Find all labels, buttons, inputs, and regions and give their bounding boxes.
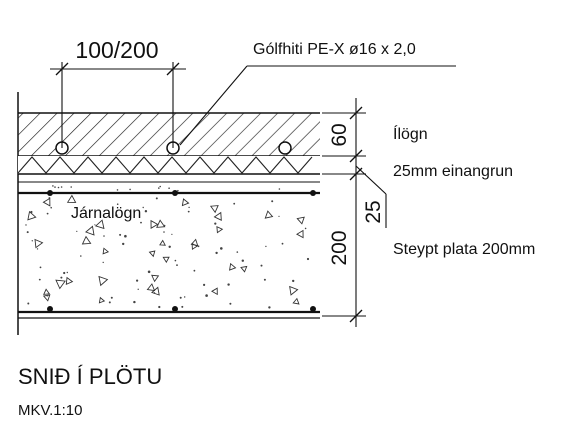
insulation-label: 25mm einangrun — [393, 163, 513, 180]
section-title: SNIÐ Í PLÖTU — [18, 364, 162, 389]
pipe-label: Gólfhiti PE-X ø16 x 2,0 — [253, 41, 416, 58]
screed-label: Ílögn — [393, 124, 428, 143]
screed-thickness-label: 60 — [328, 123, 351, 146]
spacing-dimension: 100/200 — [50, 37, 186, 148]
thickness-dimensions: 60 200 — [322, 98, 366, 327]
slab-thickness-label: 200 — [328, 230, 351, 265]
concrete-slab — [18, 185, 320, 319]
pipe-circle — [278, 141, 292, 155]
slab-label: Steypt plata 200mm — [393, 241, 535, 258]
insulation-dimension: 25 — [355, 165, 387, 228]
insulation-layer — [17, 156, 320, 183]
insulation-thickness-label: 25 — [362, 200, 385, 223]
concrete-aggregate — [25, 185, 310, 309]
rebar-label: Járnalögn — [71, 205, 141, 222]
pipe-leader: Gólfhiti PE-X ø16 x 2,0 — [179, 41, 456, 146]
scale-label: MKV.1:10 — [18, 402, 83, 419]
spacing-dimension-label: 100/200 — [75, 37, 158, 63]
rebar-dots — [47, 190, 316, 312]
